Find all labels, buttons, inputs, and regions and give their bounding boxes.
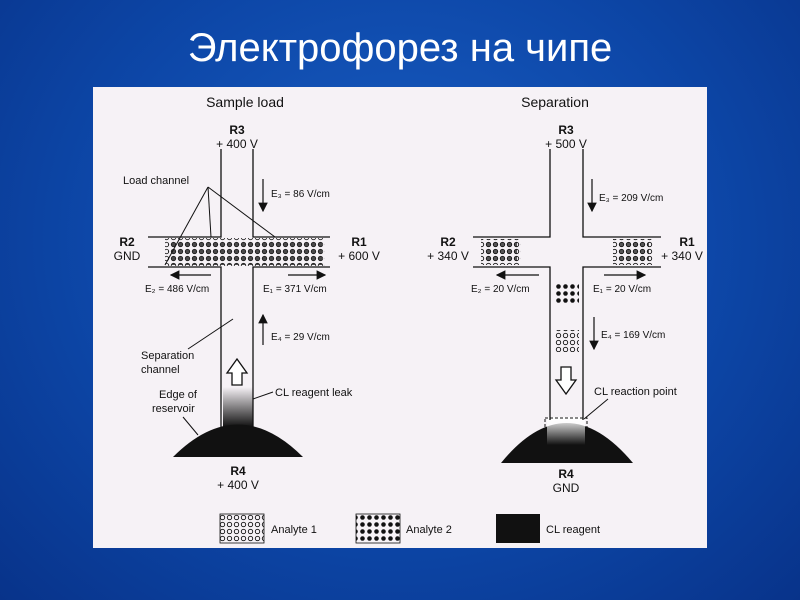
right-analyte2-left-arm bbox=[485, 242, 517, 262]
right-e3-label: E₃ = 209 V/cm bbox=[599, 193, 663, 204]
left-e4-label: E₄ = 29 V/cm bbox=[271, 332, 330, 343]
right-r2-voltage: + 340 V bbox=[427, 249, 469, 263]
left-e2-label: E₂ = 486 V/cm bbox=[145, 284, 209, 295]
slide-title: Электрофорез на чипе bbox=[187, 26, 613, 70]
right-diagram: Separation R3 + 500 V R2 + 340 V R1 + 34… bbox=[427, 94, 703, 495]
legend-analyte2-swatch bbox=[355, 513, 401, 544]
legend-reagent-swatch bbox=[496, 514, 540, 543]
left-r3-voltage: + 400 V bbox=[216, 137, 258, 151]
right-r3-voltage: + 500 V bbox=[545, 137, 587, 151]
left-separation-pointer bbox=[187, 318, 234, 350]
left-load-channel-label: Load channel bbox=[123, 175, 189, 187]
diagram-svg: Sample load R3 + 400 V R2 GND R1 + 600 V… bbox=[114, 94, 703, 544]
right-reaction-pointer bbox=[583, 398, 609, 420]
right-r4-name: R4 bbox=[558, 467, 574, 481]
left-r2-voltage: GND bbox=[114, 249, 141, 263]
right-down-arrow bbox=[554, 366, 578, 396]
right-analyte1-band bbox=[555, 330, 579, 352]
legend: Analyte 1 Analyte 2 CL reagent bbox=[219, 513, 600, 544]
left-load-pointer-2 bbox=[207, 186, 276, 238]
right-r4-voltage: GND bbox=[553, 481, 580, 495]
left-leak-pointer bbox=[252, 391, 274, 400]
right-analyte2-right-arm bbox=[617, 242, 649, 262]
left-cl-leak-plume bbox=[223, 387, 253, 427]
right-r2-name: R2 bbox=[440, 235, 456, 249]
left-diagram: Sample load R3 + 400 V R2 GND R1 + 600 V… bbox=[114, 94, 380, 492]
legend-analyte2-label: Analyte 2 bbox=[406, 524, 452, 536]
left-edge-label-1: Edge of bbox=[159, 389, 198, 401]
left-r2-name: R2 bbox=[119, 235, 135, 249]
legend-analyte1-label: Analyte 1 bbox=[271, 524, 317, 536]
right-analyte2-band bbox=[555, 283, 579, 305]
right-r1-name: R1 bbox=[679, 235, 695, 249]
left-r4-reservoir bbox=[173, 424, 303, 457]
left-heading: Sample load bbox=[206, 94, 284, 110]
left-r4-voltage: + 400 V bbox=[217, 478, 259, 492]
left-load-pointer-3 bbox=[164, 186, 209, 266]
left-e1-label: E₁ = 371 V/cm bbox=[263, 284, 327, 295]
left-r1-voltage: + 600 V bbox=[338, 249, 380, 263]
left-leak-label: CL reagent leak bbox=[275, 387, 353, 399]
right-e2-label: E₂ = 20 V/cm bbox=[471, 284, 530, 295]
right-e4-label: E₄ = 169 V/cm bbox=[601, 330, 665, 341]
right-r1-voltage: + 340 V bbox=[661, 249, 703, 263]
legend-analyte1-swatch bbox=[219, 513, 265, 544]
left-edge-pointer bbox=[182, 416, 199, 436]
left-load-pointer-1 bbox=[207, 186, 212, 238]
right-heading: Separation bbox=[521, 94, 589, 110]
right-reaction-glow bbox=[547, 417, 585, 445]
left-r3-name: R3 bbox=[229, 123, 245, 137]
left-edge-label-2: reservoir bbox=[152, 403, 195, 415]
left-leak-up-arrow bbox=[225, 357, 249, 386]
left-r1-name: R1 bbox=[351, 235, 367, 249]
legend-reagent-label: CL reagent bbox=[546, 524, 600, 536]
right-e1-label: E₁ = 20 V/cm bbox=[593, 284, 651, 295]
diagram-panel: Sample load R3 + 400 V R2 GND R1 + 600 V… bbox=[93, 87, 707, 548]
left-analyte2-band bbox=[168, 241, 322, 265]
right-reaction-label: CL reaction point bbox=[594, 386, 677, 398]
right-reaction-box bbox=[544, 417, 588, 459]
left-separation-label-2: channel bbox=[141, 364, 180, 376]
left-e3-label: E₃ = 86 V/cm bbox=[271, 189, 330, 200]
right-r3-name: R3 bbox=[558, 123, 574, 137]
left-r4-name: R4 bbox=[230, 464, 246, 478]
left-separation-label-1: Separation bbox=[141, 350, 194, 362]
